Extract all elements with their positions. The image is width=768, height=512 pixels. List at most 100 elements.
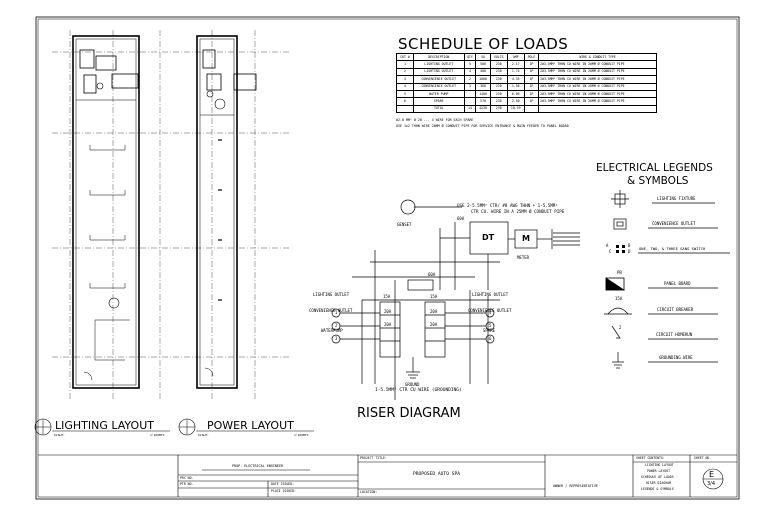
circuit-number: 5 xyxy=(489,323,492,328)
schedule-cell: 1400 xyxy=(475,89,491,99)
schedule-cell: CONVENIENCE OUTLET xyxy=(412,82,465,91)
circuit-label: SPARE xyxy=(483,328,496,333)
schedule-cell: 1.74 xyxy=(506,67,525,77)
circuit-label: LIGHTING OUTLET xyxy=(472,292,509,297)
legend-subtitle: & SYMBOLS xyxy=(627,175,689,187)
grounding-wire-icon xyxy=(612,352,624,369)
schedule-cell: 1P xyxy=(523,60,540,69)
schedule-cell: 4230 xyxy=(475,104,491,114)
breaker-label: 20A xyxy=(384,309,392,314)
schedule-cell: 4.35 xyxy=(506,75,525,84)
schedule-cell: 230 xyxy=(489,104,508,114)
legend-label-homerun: CIRCUIT HOMERUN xyxy=(656,332,693,337)
sheet-contents-item: RISER DIAGRAM xyxy=(646,481,671,485)
schedule-header-cell: AMP xyxy=(506,52,525,62)
schedule-header-cell: POLE xyxy=(523,52,540,62)
sheet-contents-item: POWER LAYOUT xyxy=(647,469,671,473)
lighting-scale-label: SCALE: xyxy=(54,433,65,437)
schedule-header-cell: QTY xyxy=(463,52,477,62)
schedule-cell: 14 xyxy=(463,104,477,114)
lighting-plan xyxy=(72,35,140,389)
power-scale-label: SCALE: xyxy=(198,433,209,437)
schedule-cell: 4 xyxy=(396,82,414,91)
schedule-cell: 6 xyxy=(396,97,414,106)
dt-label: DT xyxy=(482,233,495,242)
main-breaker-label: 60A xyxy=(457,216,465,221)
schedule-title: SCHEDULE OF LOADS xyxy=(398,35,569,53)
schedule-cell xyxy=(463,89,477,99)
panel-board-icon xyxy=(605,277,626,291)
schedule-cell: 2#3.5MM² THHN CU WIRE IN 20MM Ø CONDUIT … xyxy=(538,89,657,99)
switch-icon xyxy=(616,245,625,253)
riser-diagram xyxy=(331,199,580,400)
ptr-label: PTR NO. xyxy=(180,482,194,486)
circuit-label: CONVENIENCE OUTLET xyxy=(468,308,512,313)
project-title-label: PROJECT TITLE: xyxy=(360,456,387,460)
sheet-contents-item: LEGENDS & SYMBOLS xyxy=(641,487,674,491)
schedule-cell: LIGHTING OUTLET xyxy=(412,67,465,77)
legend-label-outlet: CONVENIENCE OUTLET xyxy=(652,221,696,226)
circuit-breaker-icon xyxy=(604,307,632,315)
circuit-label: LIGHTING OUTLET xyxy=(313,292,350,297)
location-label: LOCATION: xyxy=(360,490,378,494)
circuit-breaker-tag: 15A xyxy=(615,296,623,301)
schedule-cell xyxy=(538,104,657,114)
sheet-contents-item: LIGHTING LAYOUT xyxy=(645,463,674,467)
legend-label-panel: PANEL BOARD xyxy=(664,281,691,286)
switch-tag-b: B xyxy=(628,243,631,248)
switch-tag-d: D xyxy=(628,249,631,254)
sheet-contents-item: SCHEDULE OF LOADS xyxy=(641,475,674,479)
power-plan xyxy=(196,35,257,389)
sheet-no-label: SHEET NO. xyxy=(694,456,712,460)
lighting-fixture-icon xyxy=(611,190,629,208)
schedule-cell: LIGHTING OUTLET xyxy=(412,60,465,69)
schedule-cell: 360 xyxy=(475,82,491,91)
service-note-1: USE 2-5.5MM² CTR/ #8 AWG THHN + 1-5.5MM² xyxy=(457,203,558,208)
legend-label-lighting: LIGHTING FIXTURE xyxy=(657,196,696,201)
schedule-header-cell: VOLTS xyxy=(489,52,508,62)
schedule-header-cell: DESCRIPTION xyxy=(412,52,465,62)
breaker-label: 15A xyxy=(430,294,438,299)
schedule-cell: 6.09 xyxy=(506,89,525,99)
schedule-cell: TOTAL xyxy=(412,104,465,114)
schedule-cell: 3 xyxy=(463,82,477,91)
schedule-cell: 1P xyxy=(523,97,540,106)
schedule-cell: 3 xyxy=(396,75,414,84)
schedule-cell: 230 xyxy=(489,97,508,106)
genset-label: GENSET xyxy=(397,222,412,227)
circuit-homerun-icon xyxy=(611,325,621,339)
riser-title: RISER DIAGRAM xyxy=(357,406,461,421)
schedule-cell: 2.17 xyxy=(506,60,525,69)
schedule-cell: 1P xyxy=(523,75,540,84)
date-issued-label: DATE ISSUED: xyxy=(271,482,295,486)
schedule-cell xyxy=(463,97,477,106)
legend-title: ELECTRICAL LEGENDS xyxy=(596,162,713,174)
schedule-cell: 1P xyxy=(523,82,540,91)
circuit-number: 3 xyxy=(335,336,338,341)
sheet-letter: E xyxy=(709,470,715,479)
project-title: PROPOSED AUTO SPA xyxy=(413,472,461,477)
schedule-cell: 2#3.5MM² THHN CU WIRE IN 20MM Ø CONDUIT … xyxy=(538,82,657,91)
schedule-cell: 230 xyxy=(489,75,508,84)
power-layout-title: POWER LAYOUT xyxy=(207,419,294,432)
m-label: M xyxy=(522,234,530,243)
schedule-header-cell: WIRE & CONDUIT TYPE xyxy=(538,52,657,62)
circuit-number: 4 xyxy=(489,310,492,315)
schedule-cell: 230 xyxy=(489,89,508,99)
schedule-cell: 2 xyxy=(396,67,414,77)
engineer-name: PROP. ELECTRICAL ENGINEER xyxy=(232,464,284,468)
sheet-contents-label: SHEET CONTENTS: xyxy=(636,456,665,460)
lighting-scale-value: 1:100MTS xyxy=(150,433,165,437)
schedule-cell: SPARE xyxy=(412,97,465,106)
schedule-cell: 2#3.5MM² THHN CU WIRE IN 20MM Ø CONDUIT … xyxy=(538,75,657,84)
schedule-cell: 18.39 xyxy=(506,104,525,114)
schedule-cell: 4 xyxy=(463,67,477,77)
schedule-cell: 2 xyxy=(463,75,477,84)
